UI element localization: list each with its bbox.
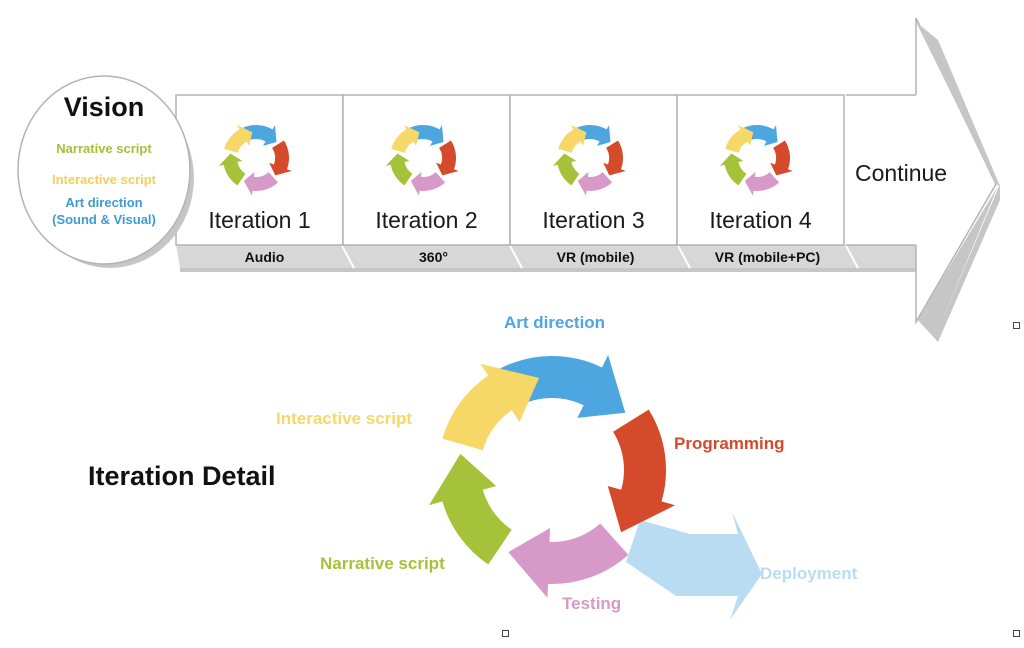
band-separator xyxy=(341,245,355,269)
arrow-head-shade xyxy=(916,22,1000,186)
mini-interactive-script-arrow xyxy=(558,125,587,153)
platform-band xyxy=(176,244,916,268)
mini-testing-arrow xyxy=(577,171,613,196)
mini-testing-arrow xyxy=(243,171,279,196)
iteration-box xyxy=(676,94,845,246)
art-direction-arrow xyxy=(498,355,626,418)
vision-sound-visual: (Sound & Visual) xyxy=(52,212,156,227)
mini-programming-arrow xyxy=(436,140,459,176)
iteration-box xyxy=(509,94,678,246)
mini-art-direction-arrow xyxy=(741,125,778,146)
mini-interactive-script-arrow xyxy=(224,125,253,153)
step-programming-label: Programming xyxy=(674,434,785,453)
iteration-2-label: Iteration 2 xyxy=(375,207,478,233)
vision-narrative-script: Narrative script xyxy=(56,141,152,156)
iteration-4-label: Iteration 4 xyxy=(709,207,812,233)
vision-interactive-script: Interactive script xyxy=(51,172,157,187)
iteration-1-label: Iteration 1 xyxy=(208,207,311,233)
programming-arrow xyxy=(607,409,675,533)
corner-marker xyxy=(502,630,509,637)
platform-vr-mobile-pc: VR (mobile+PC) xyxy=(714,249,821,265)
platform-audio: Audio xyxy=(244,249,285,265)
mini-interactive-script-arrow xyxy=(725,125,754,153)
mini-programming-arrow xyxy=(269,140,292,176)
vision-circle xyxy=(17,75,191,265)
mini-programming-arrow xyxy=(770,140,793,176)
iteration-3-label: Iteration 3 xyxy=(542,207,645,233)
mini-testing-arrow xyxy=(744,171,780,196)
mini-programming-arrow xyxy=(603,140,626,176)
step-interactive-script-label: Interactive script xyxy=(276,409,413,428)
deployment-arrow xyxy=(626,512,762,620)
step-testing-label: Testing xyxy=(562,594,622,613)
mini-testing-arrow xyxy=(410,171,446,196)
band-separator xyxy=(845,245,859,269)
band-separator xyxy=(509,245,523,269)
corner-marker xyxy=(1013,630,1020,637)
testing-arrow xyxy=(508,523,629,598)
step-narrative-script-label: Narrative script xyxy=(320,554,445,573)
mini-art-direction-arrow xyxy=(240,125,277,146)
mini-art-direction-arrow xyxy=(574,125,611,146)
band-separator xyxy=(677,245,691,269)
mini-interactive-script-arrow xyxy=(391,125,420,153)
vision-title: Vision xyxy=(63,92,145,122)
platform-360: 360° xyxy=(419,249,448,265)
platform-vr-mobile: VR (mobile) xyxy=(556,249,635,265)
mini-narrative-script-arrow xyxy=(218,153,246,186)
corner-marker xyxy=(1013,322,1020,329)
vision-art-direction: Art direction xyxy=(65,195,143,210)
mini-art-direction-arrow xyxy=(407,125,444,146)
narrative-script-arrow xyxy=(429,453,512,565)
iteration-box xyxy=(175,94,344,246)
interactive-script-arrow xyxy=(442,363,540,451)
mini-narrative-script-arrow xyxy=(719,153,747,186)
step-deployment-label: Deployment xyxy=(760,564,858,583)
mini-narrative-script-arrow xyxy=(552,153,580,186)
mini-narrative-script-arrow xyxy=(385,153,413,186)
continue-panel xyxy=(844,95,920,245)
continue-label: Continue xyxy=(855,160,948,186)
iteration-box xyxy=(342,94,511,246)
step-art-direction-label: Art direction xyxy=(504,313,606,332)
iteration-detail-title: Iteration Detail xyxy=(88,461,276,491)
arrow-head-shade xyxy=(922,186,998,326)
